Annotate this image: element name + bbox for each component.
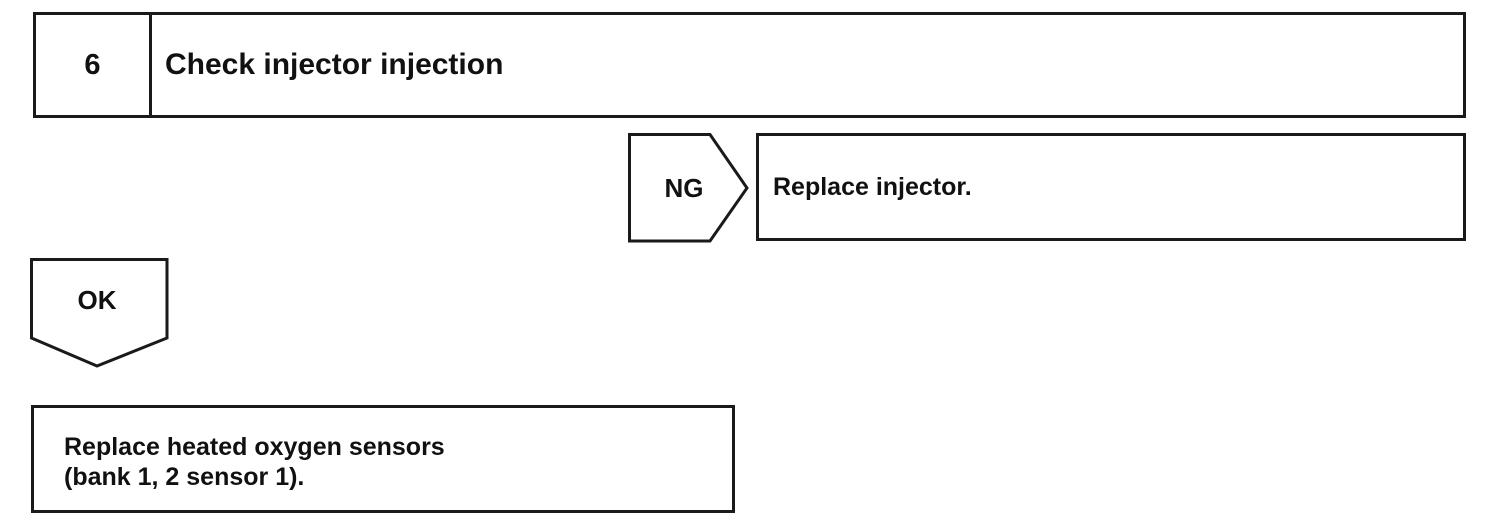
step-title: Check injector injection: [165, 48, 504, 81]
ok-arrow-shape: [30, 258, 169, 368]
ok-action-line-2: (bank 1, 2 sensor 1).: [64, 463, 305, 491]
step-number: 6: [36, 15, 152, 115]
ng-action-box: Replace injector.: [756, 133, 1466, 241]
ng-arrow-shape: [628, 133, 749, 243]
step-box: 6 Check injector injection: [33, 12, 1466, 118]
ok-action-box: Replace heated oxygen sensors (bank 1, 2…: [31, 405, 735, 513]
ok-action-line-1: Replace heated oxygen sensors: [64, 433, 445, 461]
ok-arrow: OK: [30, 258, 169, 368]
ng-label: NG: [665, 173, 704, 203]
ng-arrow: NG: [628, 133, 749, 243]
ng-action-text: Replace injector.: [773, 172, 972, 201]
ok-label: OK: [78, 285, 117, 315]
